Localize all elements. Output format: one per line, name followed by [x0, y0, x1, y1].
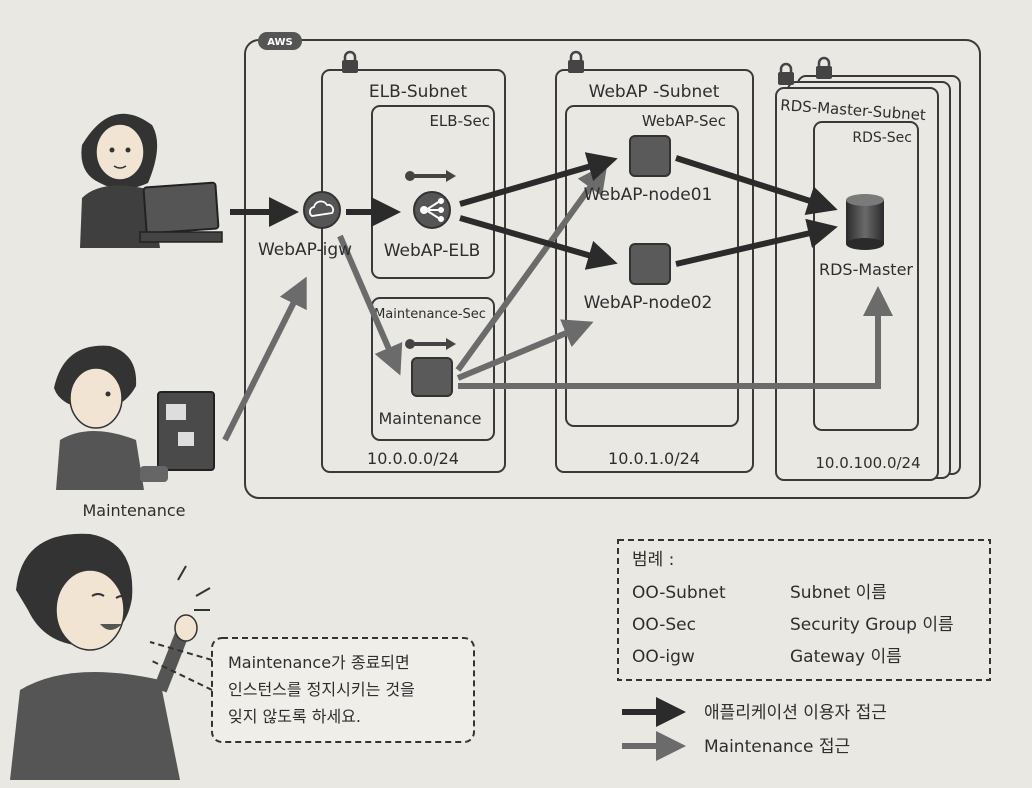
elb-label: WebAP-ELB — [384, 241, 481, 261]
cloud-icon — [309, 200, 334, 217]
legend-maint-label: Maintenance 접근 — [704, 737, 850, 757]
key-icon — [405, 170, 456, 182]
bubble-line-2: 인스턴스를 정지시키는 것을 — [228, 680, 415, 699]
legend-meaning-2: Security Group 이름 — [790, 615, 954, 635]
key-icon — [405, 338, 456, 350]
legend-term-2: OO-Sec — [632, 615, 696, 635]
load-balancer: WebAP-ELB — [384, 170, 481, 261]
igw-label: WebAP-igw — [258, 240, 352, 260]
legend-user-label: 애플리케이션 이용자 접근 — [704, 703, 887, 723]
instance-icon — [629, 243, 671, 285]
aws-cloud-frame — [244, 39, 981, 499]
maintenance-user-label: Maintenance — [82, 501, 185, 520]
webap-subnet-title: WebAP -Subnet — [589, 82, 720, 102]
arrow-maint-to-node01 — [455, 163, 608, 372]
maintenance-access-arrows — [222, 163, 893, 442]
webap-subnet: WebAP -Subnet 10.0.1.0/24 — [555, 50, 754, 473]
speaking-person-icon — [10, 533, 211, 780]
lock-icon — [816, 56, 832, 79]
arrow-node01-to-rds — [675, 155, 838, 215]
instance-icon — [629, 135, 671, 177]
maintenance-instance: Maintenance — [378, 338, 482, 428]
arrow-maint-to-node02 — [456, 319, 594, 381]
laptop-icon — [142, 181, 220, 235]
legend-term-1: OO-Subnet — [632, 583, 726, 603]
node01-label: WebAP-node01 — [584, 185, 713, 205]
webap-subnet-cidr: 10.0.1.0/24 — [608, 449, 700, 468]
webap-node02: WebAP-node02 — [584, 243, 713, 313]
svg-text:AWS: AWS — [267, 37, 293, 48]
maintenance-sec-group: Maintenance-Sec — [371, 297, 495, 441]
lock-icon — [778, 62, 794, 85]
user-person-icon — [80, 113, 223, 248]
legend-meaning-3: Gateway 이름 — [790, 647, 902, 667]
bubble-line-1: Maintenance가 종료되면 — [228, 653, 410, 672]
webap-sec-title: WebAP-Sec — [642, 112, 726, 130]
maintenance-person-icon: Maintenance — [54, 345, 215, 520]
elb-subnet: ELB-Subnet 10.0.0.0/24 — [321, 50, 506, 473]
node02-label: WebAP-node02 — [584, 293, 713, 313]
elb-subnet-title: ELB-Subnet — [369, 82, 468, 102]
aws-badge: AWS — [258, 32, 302, 50]
maintenance-sec-title: Maintenance-Sec — [374, 307, 486, 322]
rds-subnet-cidr: 10.0.100.0/24 — [815, 454, 920, 472]
internet-gateway: WebAP-igw — [258, 191, 352, 260]
legend-term-3: OO-igw — [632, 647, 695, 667]
elb-sec-title: ELB-Sec — [429, 112, 490, 130]
speech-bubble: Maintenance가 종료되면 인스턴스를 정지시키는 것을 잊지 않도록 … — [149, 637, 475, 743]
user-access-arrows — [230, 152, 838, 270]
arrow-maint-to-rds — [458, 286, 893, 389]
tablet-icon — [157, 391, 215, 471]
rds-label: RDS-Master — [819, 260, 913, 279]
arrow-maint-user-to-igw — [222, 276, 307, 442]
rds-sec-group: RDS-Sec — [813, 121, 919, 431]
legend-arrows: 애플리케이션 이용자 접근 Maintenance 접근 — [622, 697, 887, 761]
webap-sec-group: WebAP-Sec — [565, 105, 739, 427]
fan-out-icon — [420, 198, 444, 222]
legend-title: 범례 : — [632, 550, 674, 570]
arrow-igw-to-maintenance — [337, 234, 403, 376]
lock-icon — [342, 50, 358, 73]
maintenance-label: Maintenance — [378, 409, 481, 428]
legend: 범례 : OO-Subnet Subnet 이름 OO-Sec Security… — [617, 539, 991, 681]
elb-subnet-cidr: 10.0.0.0/24 — [367, 449, 459, 468]
database-icon — [846, 194, 884, 250]
excitement-lines — [177, 565, 211, 611]
arrow-elb-to-node01 — [459, 152, 618, 207]
rds-master: RDS-Master — [819, 194, 913, 279]
igw-icon — [303, 191, 341, 229]
arrow-node02-to-rds — [675, 218, 838, 267]
webap-node01: WebAP-node01 — [584, 135, 713, 205]
instance-icon — [411, 357, 453, 397]
arrow-elb-to-node02 — [459, 215, 618, 270]
legend-meaning-1: Subnet 이름 — [790, 583, 887, 603]
rds-subnet: RDS-Master-Subnet 10.0.100.0/24 — [775, 56, 961, 481]
bubble-line-3: 잊지 않도록 하세요. — [228, 707, 361, 726]
rds-sec-title: RDS-Sec — [852, 130, 912, 146]
lock-icon — [568, 50, 584, 73]
